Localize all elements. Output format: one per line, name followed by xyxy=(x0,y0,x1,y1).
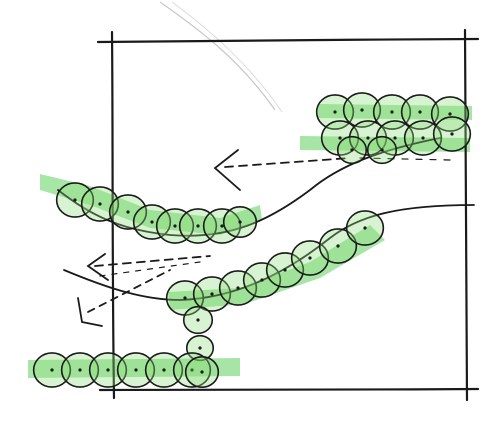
middle-diagonal-center-dot xyxy=(336,244,340,248)
arrows xyxy=(77,149,451,327)
middle-diagonal-center-dot xyxy=(210,292,214,296)
upper-right-cluster xyxy=(315,92,472,165)
arrow-low-shaft xyxy=(87,269,171,313)
upper-left-curve-center-dot xyxy=(98,202,102,206)
highlight-diagonal xyxy=(168,225,385,310)
highlight-bottom xyxy=(28,358,240,378)
middle-diagonal-center-dot xyxy=(196,318,200,322)
arrow-low-head xyxy=(77,297,103,327)
lower-left-row xyxy=(32,352,220,388)
arrow-mid-head xyxy=(86,253,109,281)
lower-left-row-center-dot xyxy=(190,368,194,372)
upper-left-curve-center-dot xyxy=(173,224,177,228)
upper-left-curve-center-dot xyxy=(73,198,77,202)
upper-left-curve-center-dot xyxy=(238,220,242,224)
arrow-top-tail xyxy=(359,157,451,161)
upper-right-cluster-center-dot xyxy=(360,108,364,112)
upper-left-curve-center-dot xyxy=(150,220,154,224)
lower-left-row-center-dot xyxy=(106,368,110,372)
middle-diagonal-center-dot xyxy=(283,268,287,272)
arrow-top-shaft xyxy=(224,157,351,168)
upper-left-curve-center-dot xyxy=(220,224,224,228)
pencil-guide-line xyxy=(159,1,276,111)
highlight-left-curve xyxy=(40,174,262,235)
upper-right-cluster-center-dot xyxy=(333,110,337,114)
upper-right-cluster-center-dot xyxy=(418,110,422,114)
middle-diagonal xyxy=(165,210,385,362)
frame-left-edge xyxy=(110,30,116,400)
circle-clusters xyxy=(32,92,472,388)
lower-left-row-center-dot xyxy=(200,370,204,374)
upper-left-curve-center-dot xyxy=(126,210,130,214)
upper-right-cluster-center-dot xyxy=(421,136,425,140)
middle-diagonal-center-dot xyxy=(198,346,202,350)
upper-right-cluster-center-dot xyxy=(448,112,452,116)
arrow-mid-shaft xyxy=(94,255,211,267)
frame-right-edge xyxy=(463,28,469,402)
middle-diagonal-center-dot xyxy=(183,296,187,300)
upper-right-cluster-center-dot xyxy=(338,136,342,140)
middle-diagonal-center-dot xyxy=(236,286,240,290)
upper-right-cluster-center-dot xyxy=(350,148,354,152)
frame-top-edge xyxy=(96,37,480,44)
upper-left-curve xyxy=(55,182,258,244)
upper-right-cluster-center-dot xyxy=(390,110,394,114)
upper-right-cluster-center-dot xyxy=(450,132,454,136)
lower-left-row-center-dot xyxy=(134,368,138,372)
middle-diagonal-center-dot xyxy=(260,278,264,282)
upper-right-cluster-center-dot xyxy=(393,136,397,140)
lower-left-row-center-dot xyxy=(50,368,54,372)
arrow-top-head xyxy=(213,149,241,191)
upper-left-curve-center-dot xyxy=(196,224,200,228)
upper-right-cluster-center-dot xyxy=(366,136,370,140)
pencil-guide-line-2 xyxy=(171,1,283,113)
middle-diagonal-center-dot xyxy=(308,256,312,260)
arrow-mid-shaft-2 xyxy=(99,261,201,277)
lower-left-row-center-dot xyxy=(78,368,82,372)
lower-left-row-center-dot xyxy=(162,368,166,372)
upper-right-cluster-center-dot xyxy=(380,148,384,152)
frame-bottom-edge xyxy=(98,387,480,392)
middle-diagonal-center-dot xyxy=(363,226,367,230)
frame xyxy=(96,28,480,402)
